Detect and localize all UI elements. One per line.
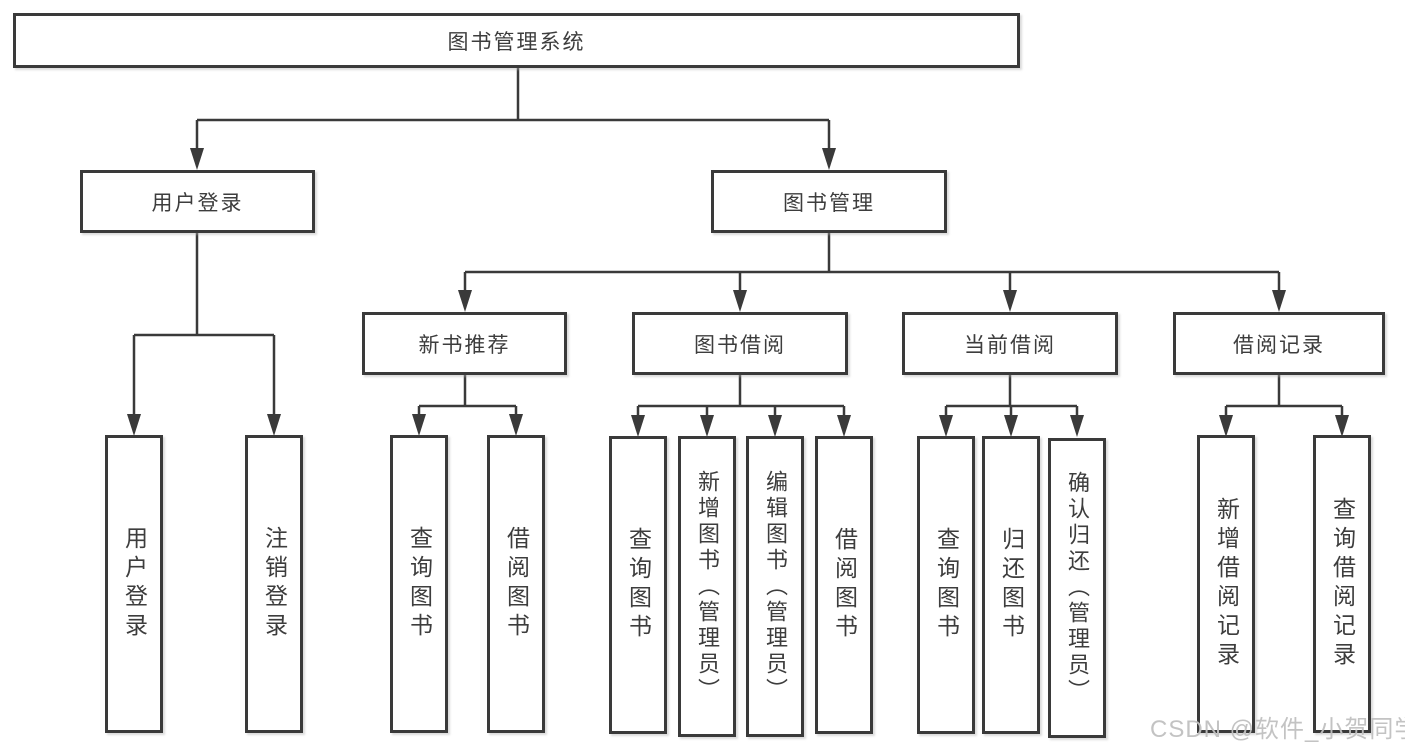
leaf-current-query-label: 查询图书 xyxy=(933,527,960,643)
node-current-borrow-label: 当前借阅 xyxy=(964,333,1056,357)
leaf-user-login-label: 用户登录 xyxy=(121,526,148,642)
node-user-login: 用户登录 xyxy=(80,170,315,233)
leaf-newbook-borrow: 借阅图书 xyxy=(487,435,545,733)
leaf-records-query: 查询借阅记录 xyxy=(1313,435,1371,733)
leaf-newbook-query: 查询图书 xyxy=(390,435,448,733)
arrowheads xyxy=(127,148,1349,437)
leaf-bookborrow-edit-admin: 编辑图书（管理员） xyxy=(746,436,804,737)
node-borrow-records-label: 借阅记录 xyxy=(1233,333,1325,357)
leaf-records-add-label: 新增借阅记录 xyxy=(1213,497,1240,671)
leaf-logout-label: 注销登录 xyxy=(261,526,288,642)
node-new-book-recommend: 新书推荐 xyxy=(362,312,567,375)
leaf-bookborrow-borrow: 借阅图书 xyxy=(815,436,873,734)
node-borrow-records: 借阅记录 xyxy=(1173,312,1385,375)
leaf-current-return-label: 归还图书 xyxy=(998,527,1025,643)
leaf-current-confirm-return-admin: 确认归还（管理员） xyxy=(1048,438,1106,738)
leaf-bookborrow-add-admin-label: 新增图书（管理员） xyxy=(695,469,720,704)
node-book-borrow-label: 图书借阅 xyxy=(694,333,786,357)
node-user-login-label: 用户登录 xyxy=(151,191,244,215)
leaf-user-login: 用户登录 xyxy=(105,435,163,733)
node-root-label: 图书管理系统 xyxy=(447,30,586,54)
node-current-borrow: 当前借阅 xyxy=(902,312,1118,375)
leaf-bookborrow-edit-admin-label: 编辑图书（管理员） xyxy=(763,469,788,704)
leaf-bookborrow-borrow-label: 借阅图书 xyxy=(831,527,858,643)
leaf-bookborrow-add-admin: 新增图书（管理员） xyxy=(678,436,736,737)
leaf-records-add: 新增借阅记录 xyxy=(1197,435,1255,733)
leaf-records-query-label: 查询借阅记录 xyxy=(1329,497,1356,671)
csdn-watermark: CSDN @软件_小贺同学 xyxy=(1150,716,1405,743)
leaf-current-query: 查询图书 xyxy=(917,436,975,734)
leaf-logout: 注销登录 xyxy=(245,435,303,733)
leaf-newbook-borrow-label: 借阅图书 xyxy=(503,526,530,642)
leaf-bookborrow-query-label: 查询图书 xyxy=(625,527,652,643)
node-new-book-recommend-label: 新书推荐 xyxy=(418,333,511,357)
node-book-borrow: 图书借阅 xyxy=(632,312,848,375)
leaf-current-return: 归还图书 xyxy=(982,436,1040,734)
leaf-newbook-query-label: 查询图书 xyxy=(406,526,433,642)
node-book-management: 图书管理 xyxy=(711,170,947,233)
node-book-management-label: 图书管理 xyxy=(783,191,875,215)
leaf-current-confirm-return-admin-label: 确认归还（管理员） xyxy=(1065,471,1090,705)
leaf-bookborrow-query: 查询图书 xyxy=(609,436,667,734)
node-root: 图书管理系统 xyxy=(13,13,1020,68)
